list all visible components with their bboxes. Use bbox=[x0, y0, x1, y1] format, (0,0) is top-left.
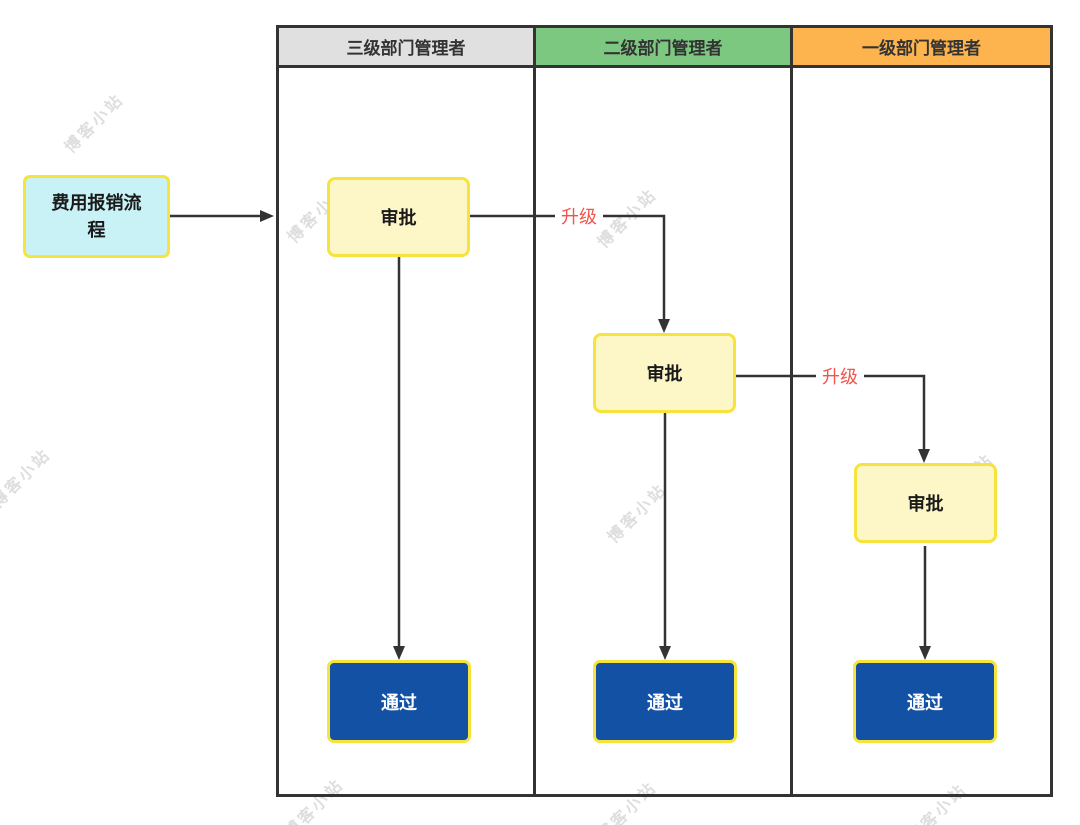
lane-header-level3: 三级部门管理者 bbox=[279, 28, 536, 68]
edge-label-escalate-1: 升级 bbox=[555, 202, 603, 229]
pass-node-lane1: 通过 bbox=[327, 660, 471, 743]
edge-label-escalate-2: 升级 bbox=[816, 362, 864, 389]
watermark: 博客小站 bbox=[61, 90, 128, 157]
approval-node-lane2: 审批 bbox=[593, 333, 736, 413]
lane-body-level3 bbox=[279, 68, 536, 794]
lane-header-level1: 一级部门管理者 bbox=[793, 28, 1050, 68]
approval-node-lane1: 审批 bbox=[327, 177, 470, 257]
watermark: 博客小站 bbox=[0, 445, 55, 512]
lane-header-level2: 二级部门管理者 bbox=[536, 28, 793, 68]
pass-node-lane2: 通过 bbox=[593, 660, 737, 743]
pass-node-lane3: 通过 bbox=[853, 660, 997, 743]
process-title-box: 费用报销流程 bbox=[23, 175, 170, 258]
approval-node-lane3: 审批 bbox=[854, 463, 997, 543]
